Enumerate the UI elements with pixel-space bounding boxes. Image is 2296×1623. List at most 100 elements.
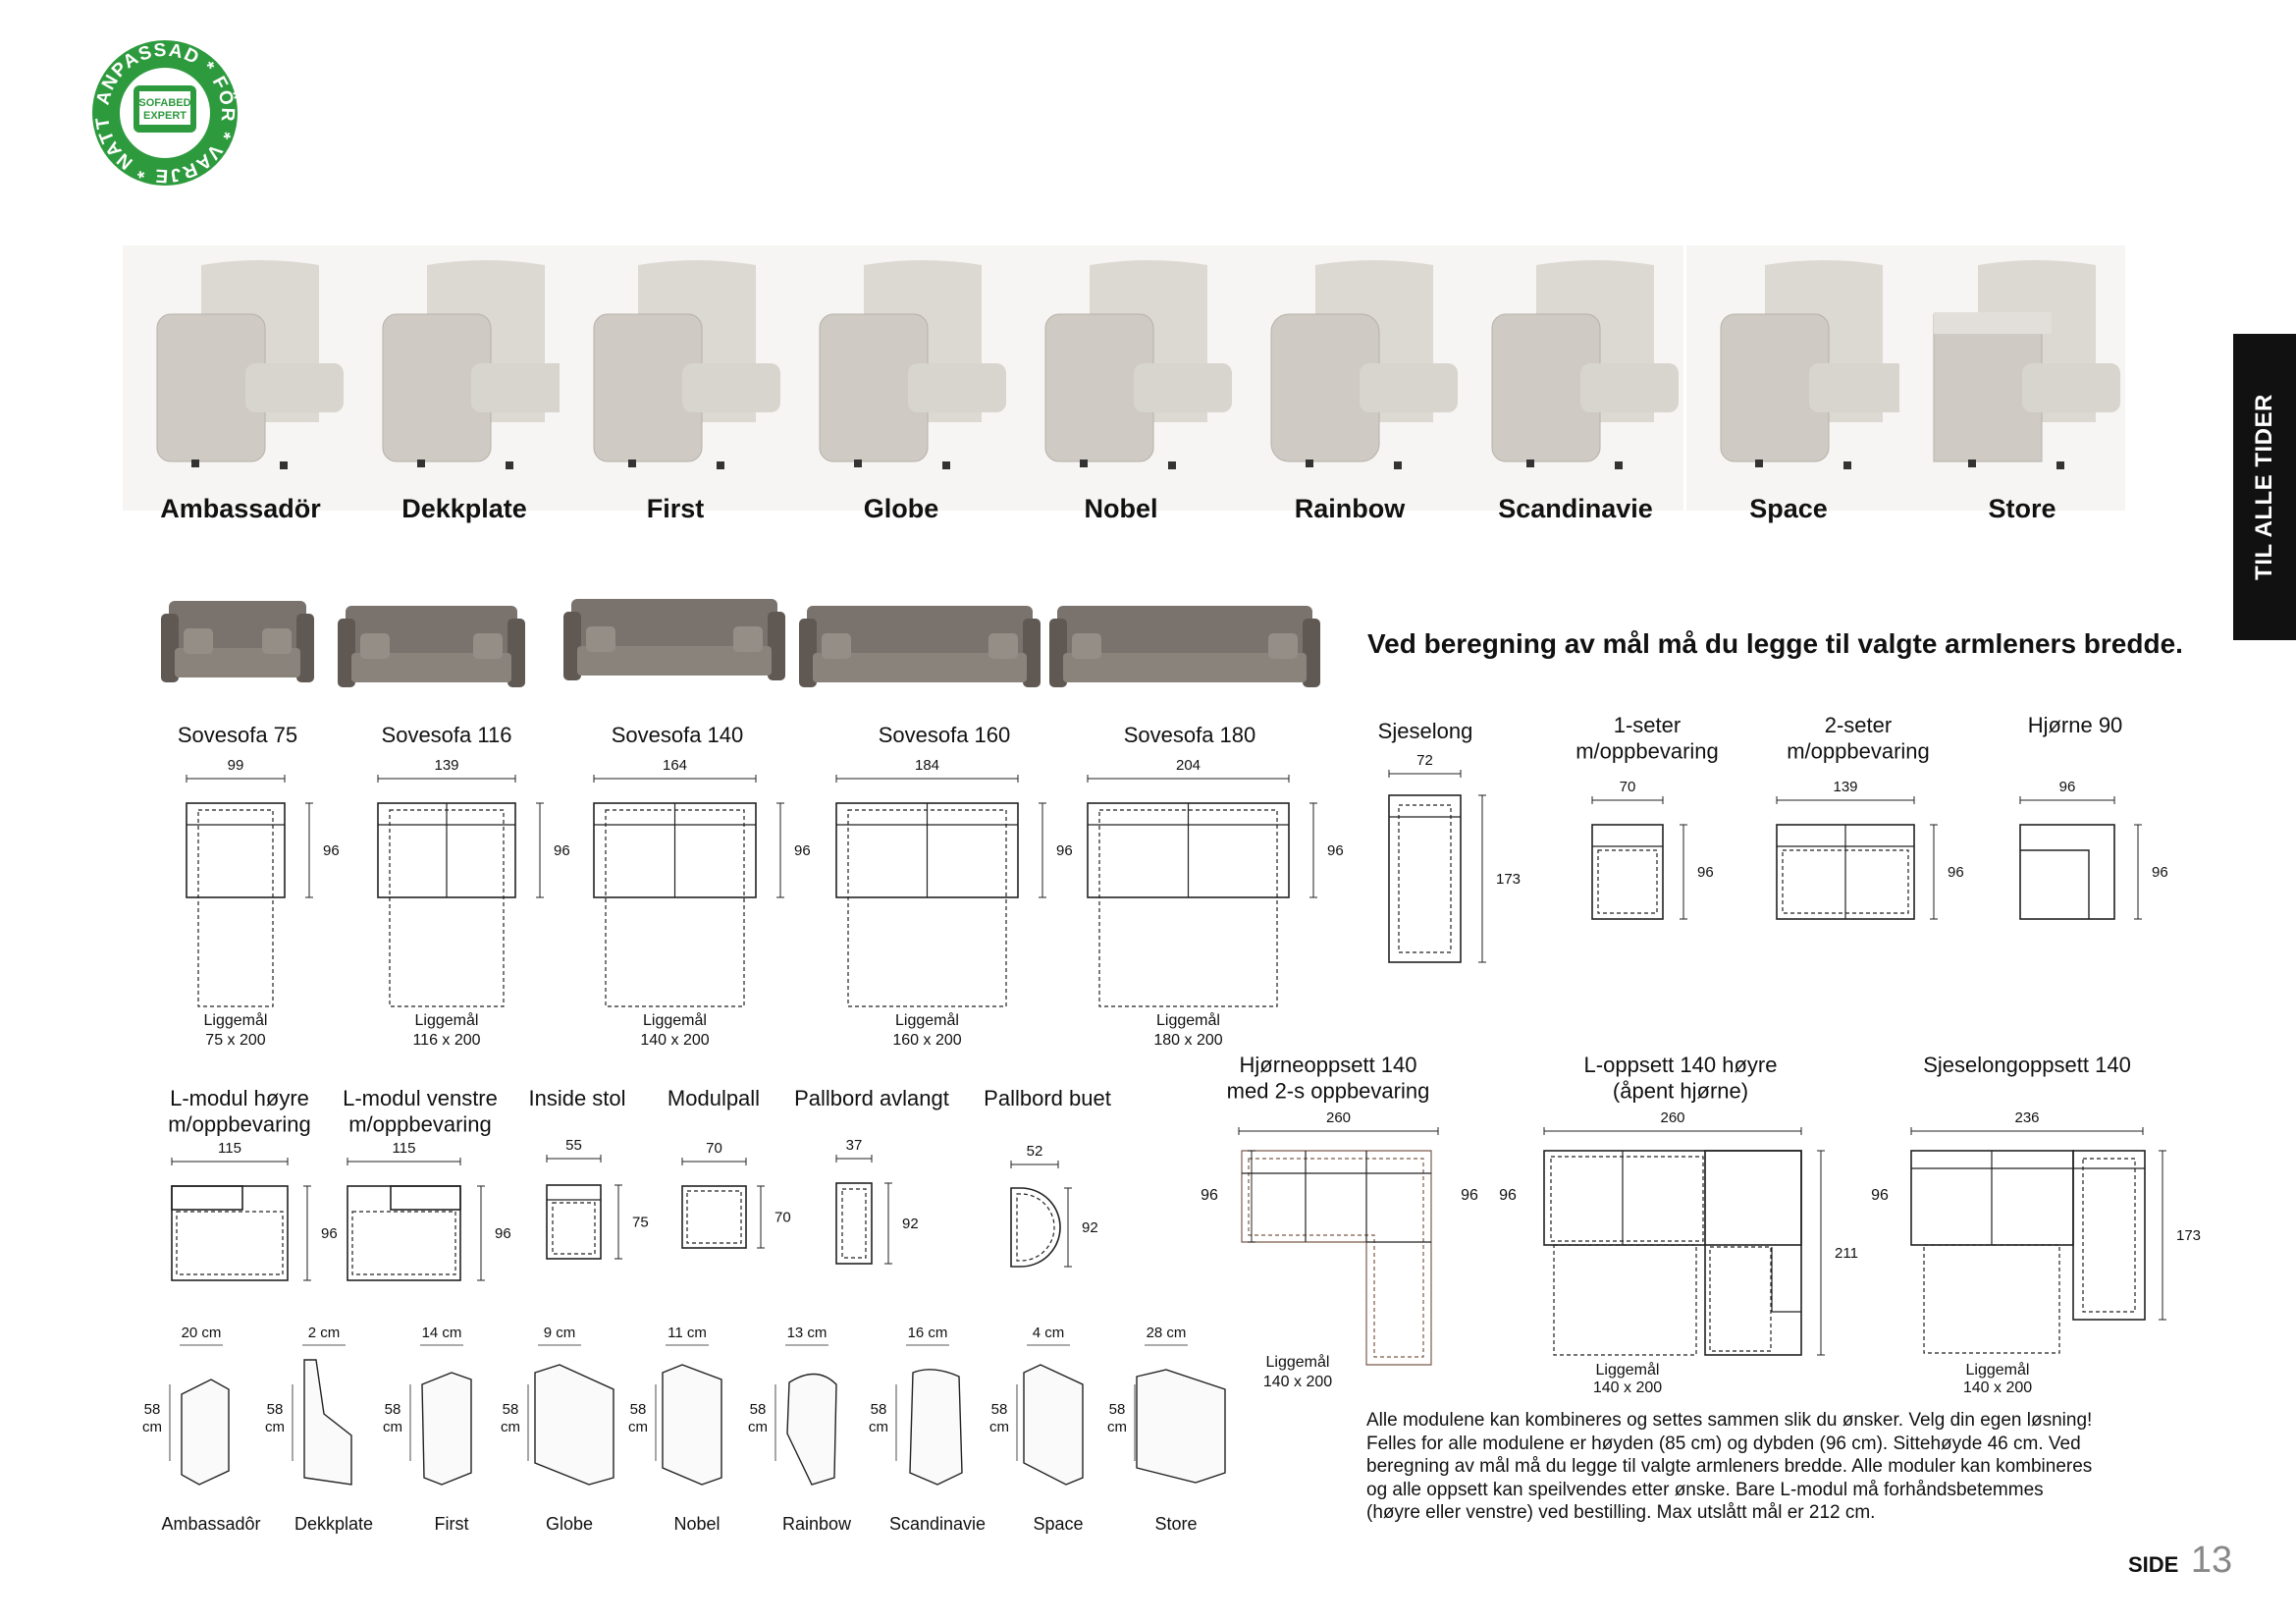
foot	[191, 460, 199, 467]
seat-cushion	[1134, 363, 1232, 412]
chaise-setup-inner	[2082, 1158, 2136, 1313]
sleep-size-label: 116 x 200	[412, 1032, 480, 1049]
sofa-photo	[799, 606, 1041, 687]
width-dimension-label: 70	[1620, 779, 1636, 795]
sofa-arm	[563, 612, 581, 680]
setup-label: Hjørneoppsett 140	[1240, 1053, 1417, 1077]
sofa-photo	[1049, 606, 1320, 687]
sofa-pillow	[586, 626, 615, 652]
armrest-width-label: 28 cm	[1147, 1325, 1187, 1341]
module-inner	[1597, 849, 1658, 914]
armrest-name: Scandinavie	[889, 1514, 986, 1534]
armrest-thumbnail	[1237, 245, 1463, 511]
l-setup-sofa	[1543, 1150, 1802, 1246]
module-label: Modulpall	[667, 1086, 760, 1110]
armrest-profile-shape	[786, 1373, 837, 1486]
foot	[717, 461, 724, 469]
sofa-pillow	[1072, 633, 1101, 659]
armrest-width-label: 20 cm	[182, 1325, 222, 1341]
sofa-pillow	[733, 626, 763, 652]
l-module-frame	[171, 1185, 289, 1281]
armrest-width-label: 14 cm	[422, 1325, 462, 1341]
armrest-height-label: 58	[750, 1401, 767, 1418]
width-dimension-label: 52	[1027, 1143, 1043, 1160]
seat-cushion	[2022, 363, 2120, 412]
module-label: Hjørne 90	[2028, 713, 2123, 737]
armrest-label: Ambassadör	[160, 494, 321, 523]
sofa-arm	[1049, 619, 1067, 687]
depth-dimension-label: 96	[1056, 842, 1073, 859]
depth-dimension-label: 211	[1835, 1245, 1858, 1262]
armrest-profile-shape	[303, 1359, 352, 1486]
sofa-pillow	[988, 633, 1018, 659]
corner-setup-inner	[1248, 1158, 1424, 1358]
seat-cushion	[1580, 363, 1679, 412]
armrest-height-label: cm	[501, 1419, 520, 1435]
armrest-thumbnail	[1686, 245, 1912, 511]
width-dimension-label: 96	[2059, 779, 2076, 795]
footer-text: Alle modulene kan kombineres og settes s…	[1366, 1409, 2112, 1525]
setup-label: Sjeselongoppsett 140	[1923, 1053, 2131, 1077]
corner-frame	[2019, 824, 2115, 920]
corner-setup	[1241, 1150, 1432, 1366]
sleep-size-label: 140 x 200	[640, 1032, 709, 1049]
sofa-label: Sovesofa 140	[612, 723, 744, 747]
note-heading: Ved beregning av mål må du legge til val…	[1367, 628, 2183, 659]
sleep-size-label: 140 x 200	[1263, 1374, 1332, 1390]
module-label: m/oppbevaring	[1575, 738, 1719, 763]
chair-inner	[552, 1202, 596, 1255]
footer-line: og alle oppsett kan speilvendes etter øn…	[1366, 1479, 2044, 1500]
foot	[1615, 461, 1623, 469]
sofa-seat	[813, 653, 1027, 682]
sofa-seat	[577, 646, 772, 676]
sofa-arm	[507, 619, 525, 687]
footer-line: (høyre eller venstre) ved bestilling. Ma…	[1366, 1502, 1876, 1523]
depth-dimension-label: 70	[774, 1210, 791, 1226]
l-module-inner	[351, 1211, 456, 1275]
armrest-top	[1934, 312, 2052, 334]
width-dimension-label: 37	[846, 1137, 863, 1154]
sofabed-expert-badge: ANPASSAD * FÖR * VARJE * NATT * SOFABED …	[82, 19, 243, 191]
depth-dimension-label: 96	[2152, 864, 2168, 881]
seat-cushion	[471, 363, 569, 412]
foot	[506, 461, 513, 469]
width-dimension-label: 139	[434, 757, 458, 774]
armrest-thumbnail	[1899, 245, 2125, 511]
depth-dimension-label: 96	[554, 842, 570, 859]
module-label: Sjeselong	[1378, 719, 1473, 743]
page-number-value: 13	[2190, 1540, 2233, 1581]
sofa-back	[807, 606, 1033, 667]
armrest-name: Store	[1154, 1514, 1197, 1534]
width-dimension-label: 184	[915, 757, 939, 774]
armrest-width-label: 4 cm	[1033, 1325, 1065, 1341]
module-label: 2-seter	[1825, 713, 1892, 737]
sofa-back	[571, 599, 777, 660]
sofa-photo	[338, 606, 525, 687]
sleep-area-outline	[847, 809, 1007, 1007]
width-dimension-label: 204	[1176, 757, 1201, 774]
sofa-label: Sovesofa 180	[1124, 723, 1256, 747]
depth-dimension-label: 92	[902, 1216, 919, 1232]
sofa-pillow	[473, 633, 503, 659]
armrest-height-label: cm	[989, 1419, 1009, 1435]
sleep-label: Liggemål	[1596, 1361, 1660, 1379]
module-label: m/oppbevaring	[348, 1111, 492, 1136]
width-dimension-label: 55	[565, 1137, 582, 1154]
footer-line: Alle modulene kan kombineres og settes s…	[1366, 1410, 2093, 1431]
ottoman-inner	[686, 1190, 742, 1244]
armrest-thumbnail	[1011, 245, 1237, 511]
module-label: 1-seter	[1614, 713, 1681, 737]
round-table-inner	[1016, 1193, 1055, 1262]
armrest-label: Globe	[864, 494, 939, 523]
sleep-size-label: 180 x 200	[1153, 1032, 1222, 1049]
module-label: Pallbord buet	[984, 1086, 1111, 1110]
armrest-height-label: 58	[871, 1401, 887, 1418]
sofa-arm	[338, 619, 355, 687]
depth-dimension-label: 173	[2176, 1227, 2201, 1244]
sofa-pillow	[360, 633, 390, 659]
sleep-area-outline	[605, 809, 745, 1007]
armrest-name: Rainbow	[782, 1514, 852, 1534]
